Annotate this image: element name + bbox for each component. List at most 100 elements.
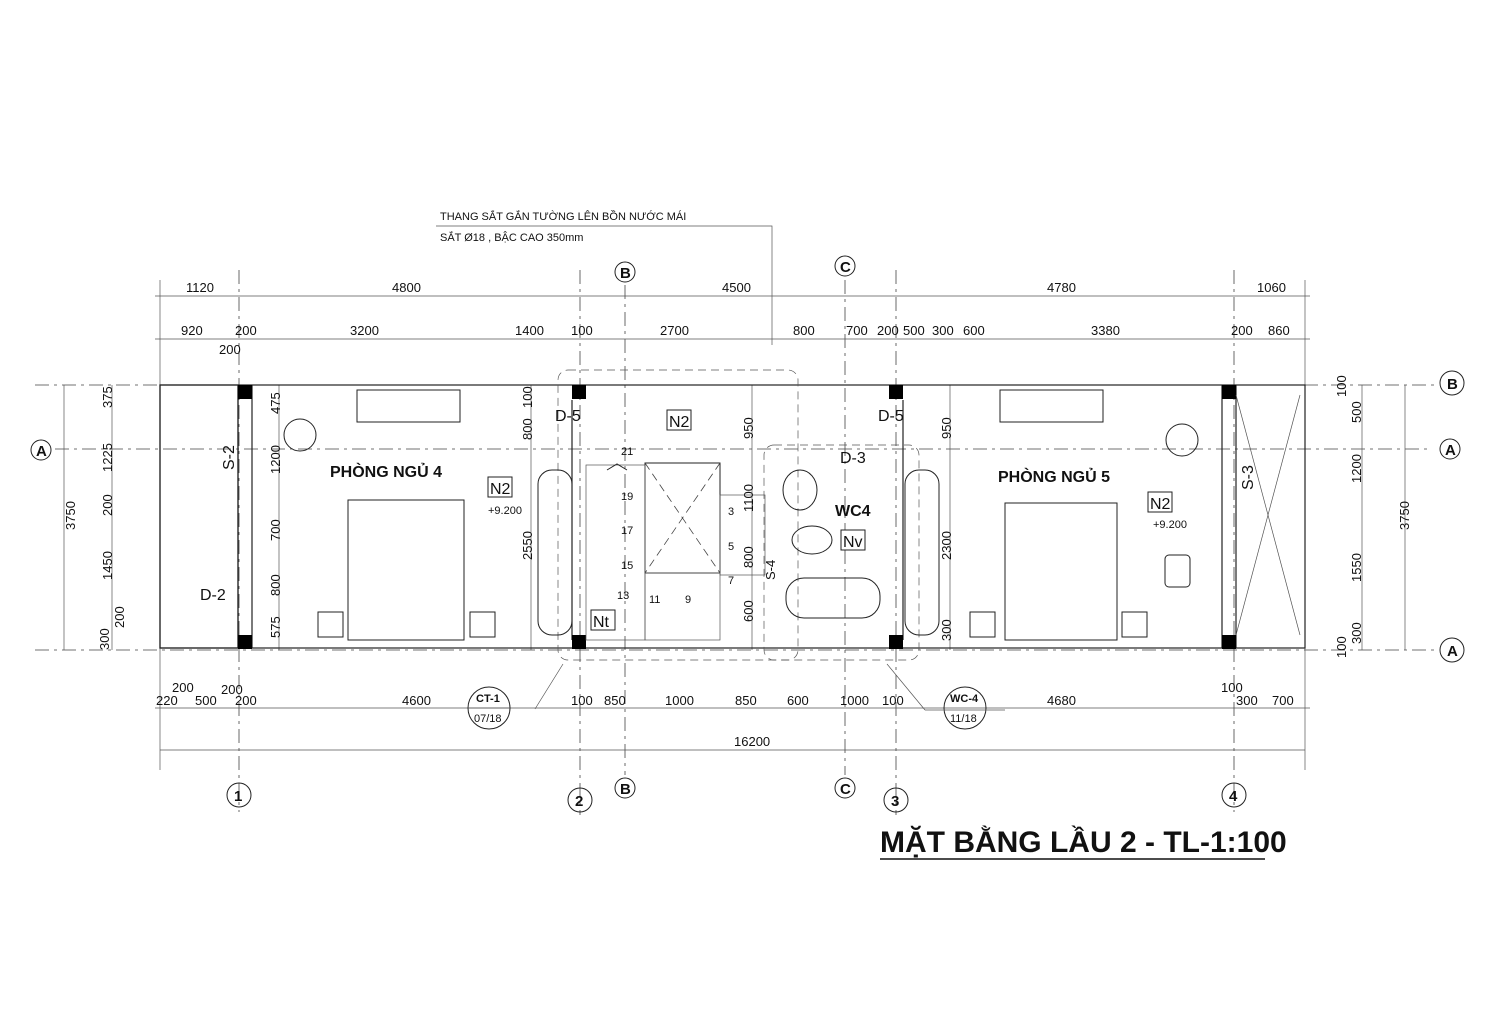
svg-text:950: 950 — [741, 417, 756, 439]
svg-text:200: 200 — [112, 606, 127, 628]
svg-text:575: 575 — [268, 616, 283, 638]
wardrobe-room-4 — [356, 389, 461, 423]
svg-text:3750: 3750 — [1397, 501, 1412, 530]
svg-text:B: B — [1447, 376, 1458, 393]
svg-text:19: 19 — [621, 491, 633, 503]
svg-text:100: 100 — [1334, 375, 1349, 397]
room-label-bedroom-5: PHÒNG NGỦ 5 — [998, 467, 1110, 486]
svg-text:100: 100 — [882, 693, 904, 708]
svg-text:2300: 2300 — [939, 531, 954, 560]
svg-text:21: 21 — [621, 446, 633, 458]
svg-text:1: 1 — [234, 788, 242, 805]
svg-text:200: 200 — [235, 323, 257, 338]
svg-text:200: 200 — [1231, 323, 1253, 338]
svg-text:7: 7 — [728, 575, 734, 587]
svg-text:200: 200 — [221, 682, 243, 697]
svg-text:4780: 4780 — [1047, 280, 1076, 295]
svg-text:100: 100 — [1334, 636, 1349, 658]
staircase — [585, 462, 766, 641]
svg-text:2550: 2550 — [520, 531, 535, 560]
callout-wc4[interactable]: WC-4 11/18 — [886, 663, 1005, 730]
svg-text:1000: 1000 — [840, 693, 869, 708]
svg-text:200: 200 — [172, 680, 194, 695]
svg-text:600: 600 — [741, 600, 756, 622]
door-tag-d2: D-2 — [200, 587, 226, 604]
note-line-1: THANG SẮT GẮN TƯỜNG LÊN BỒN NƯỚC MÁI — [440, 210, 686, 223]
svg-text:860: 860 — [1268, 323, 1290, 338]
svg-text:4: 4 — [1229, 788, 1238, 805]
svg-text:475: 475 — [268, 392, 283, 414]
svg-text:300: 300 — [1349, 622, 1364, 644]
svg-text:1200: 1200 — [268, 445, 283, 474]
svg-text:300: 300 — [939, 619, 954, 641]
svg-text:A: A — [36, 443, 47, 460]
svg-text:07/18: 07/18 — [474, 713, 502, 725]
svg-text:700: 700 — [846, 323, 868, 338]
svg-text:3380: 3380 — [1091, 323, 1120, 338]
room-label-wc4: WC4 — [835, 503, 871, 520]
svg-text:4500: 4500 — [722, 280, 751, 295]
svg-text:3200: 3200 — [350, 323, 379, 338]
door-tag-d5-right: D-5 — [878, 408, 904, 425]
svg-text:700: 700 — [268, 519, 283, 541]
ladder-note: THANG SẮT GẮN TƯỜNG LÊN BỒN NƯỚC MÁI SẮT… — [436, 210, 773, 345]
svg-text:2700: 2700 — [660, 323, 689, 338]
wardrobe-room-5 — [999, 389, 1104, 423]
svg-text:CT-1: CT-1 — [476, 693, 500, 705]
bed-room-4 — [347, 499, 465, 641]
room-label-bedroom-4: PHÒNG NGỦ 4 — [330, 462, 442, 481]
svg-text:950: 950 — [939, 417, 954, 439]
svg-text:C: C — [840, 259, 851, 276]
svg-text:4800: 4800 — [392, 280, 421, 295]
svg-text:2: 2 — [575, 793, 583, 810]
dims-middle: 100 800 2550 950 1100 800 600 950 2300 3… — [520, 386, 954, 641]
floor-tag-nt: Nt — [593, 614, 610, 631]
svg-text:1450: 1450 — [100, 551, 115, 580]
svg-text:600: 600 — [963, 323, 985, 338]
furniture — [283, 389, 1301, 641]
svg-text:15: 15 — [621, 560, 633, 572]
window-tag-s4: S-4 — [763, 560, 778, 580]
svg-text:9: 9 — [685, 594, 691, 606]
svg-text:600: 600 — [787, 693, 809, 708]
svg-text:1550: 1550 — [1349, 553, 1364, 582]
svg-text:13: 13 — [617, 590, 629, 602]
svg-text:100: 100 — [520, 386, 535, 408]
svg-text:375: 375 — [100, 386, 115, 408]
svg-text:1120: 1120 — [186, 280, 214, 295]
svg-text:B: B — [620, 781, 631, 798]
dims-left: 3750 375 1225 200 1450 200 300 475 1200 … — [63, 386, 283, 650]
window-tag-s2: S-2 — [221, 445, 238, 470]
door-tag-d5-left: D-5 — [555, 408, 581, 425]
svg-text:1100: 1100 — [741, 484, 756, 512]
svg-text:B: B — [620, 265, 631, 282]
svg-text:700: 700 — [1272, 693, 1294, 708]
svg-text:1225: 1225 — [100, 443, 115, 472]
dims-top-outer: 1120 4800 4500 4780 1060 — [186, 280, 1286, 295]
svg-text:3: 3 — [891, 793, 899, 810]
overall-length: 16200 — [734, 734, 770, 749]
svg-text:11/18: 11/18 — [950, 713, 977, 725]
level-mark-bed5: +9.200 — [1153, 519, 1187, 531]
drawing-title: MẶT BẰNG LẦU 2 - TL-1:100 — [880, 825, 1287, 859]
svg-text:1200: 1200 — [1349, 454, 1364, 483]
columns — [238, 385, 1236, 649]
callout-ct1[interactable]: CT-1 07/18 — [467, 663, 564, 730]
svg-text:WC-4: WC-4 — [950, 693, 979, 705]
stair-step-numbers: 21 19 17 15 13 11 9 7 5 3 — [617, 446, 734, 606]
svg-text:1060: 1060 — [1257, 280, 1286, 295]
bed-room-5 — [1004, 502, 1118, 641]
svg-text:A: A — [1445, 442, 1456, 459]
door-tag-d3: D-3 — [840, 450, 866, 467]
svg-text:100: 100 — [1221, 680, 1243, 695]
svg-text:200: 200 — [235, 693, 257, 708]
floor-tag-n2-bed4: N2 — [490, 481, 511, 498]
grid-bubbles: 1 2 3 4 B A A A B B C C — [30, 255, 1465, 813]
dims-bottom: 200 200 220 500 200 4600 100 850 1000 85… — [156, 680, 1294, 749]
svg-text:800: 800 — [741, 546, 756, 568]
floor-tag-n2-stair: N2 — [669, 414, 690, 431]
svg-text:500: 500 — [195, 693, 217, 708]
svg-text:500: 500 — [903, 323, 925, 338]
svg-text:200: 200 — [100, 494, 115, 516]
